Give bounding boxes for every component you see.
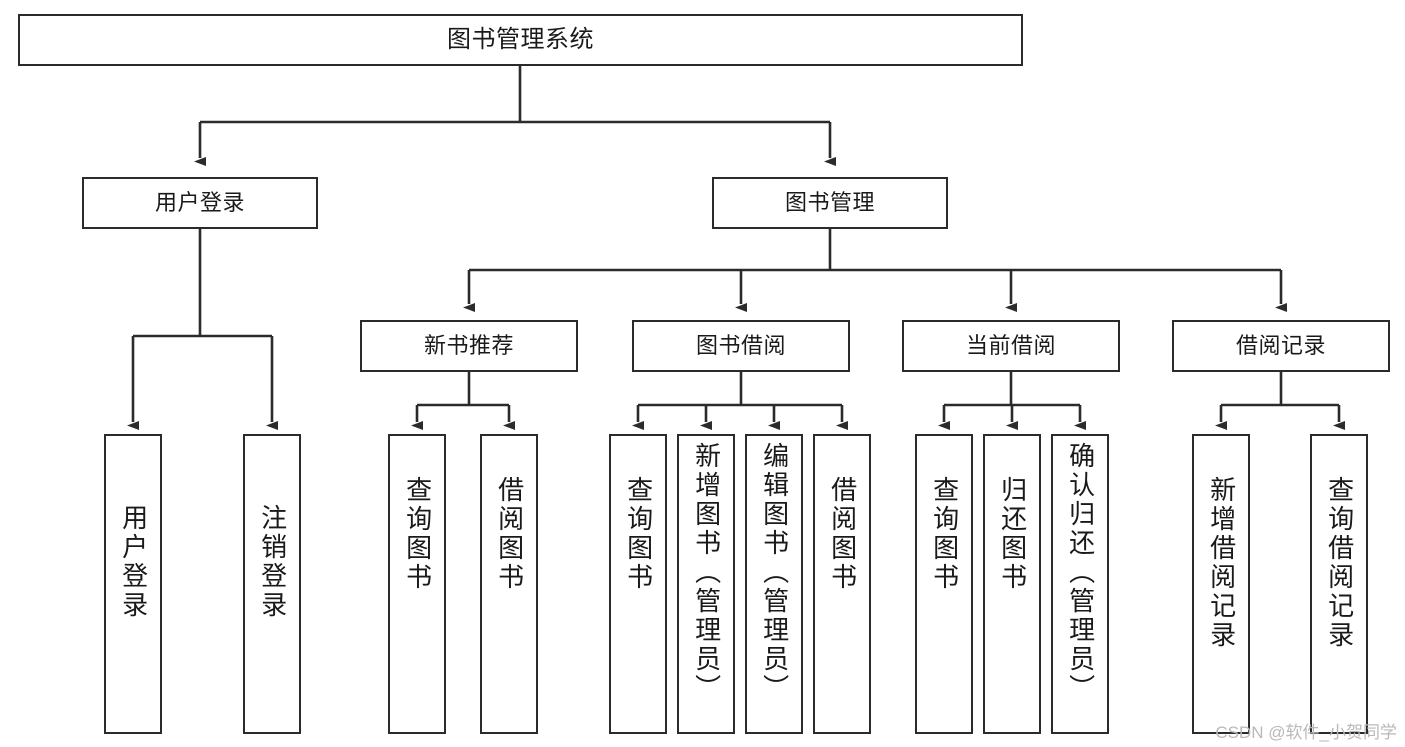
node-label: 新书推荐 — [423, 333, 514, 359]
node-leaf-user-login[interactable]: 用户登录 — [104, 434, 162, 734]
node-leaf-query-book-2[interactable]: 查询图书 — [609, 434, 667, 734]
node-book-borrow[interactable]: 图书借阅 — [632, 320, 850, 372]
node-label: 图书管理 — [784, 190, 875, 216]
node-leaf-query-book-3[interactable]: 查询图书 — [915, 434, 973, 734]
node-leaf-return-book[interactable]: 归还图书 — [983, 434, 1041, 734]
node-new-book-recommend[interactable]: 新书推荐 — [360, 320, 578, 372]
node-book-management-system[interactable]: 图书管理系统 — [18, 14, 1023, 66]
node-label: 新增借阅记录 — [1206, 476, 1237, 650]
node-label: 用户登录 — [118, 504, 149, 620]
node-label: 查询图书 — [402, 476, 433, 592]
node-leaf-edit-book[interactable]: 编辑图书（管理员） — [745, 434, 803, 734]
node-label: 图书借阅 — [695, 333, 786, 359]
node-label: 查询图书 — [929, 476, 960, 592]
node-label: 编辑图书（管理员） — [759, 442, 790, 703]
node-leaf-add-record[interactable]: 新增借阅记录 — [1192, 434, 1250, 734]
node-label: 归还图书 — [997, 476, 1028, 592]
node-borrow-record[interactable]: 借阅记录 — [1172, 320, 1390, 372]
node-label: 查询图书 — [623, 476, 654, 592]
node-current-borrow[interactable]: 当前借阅 — [902, 320, 1120, 372]
node-leaf-borrow-book-2[interactable]: 借阅图书 — [813, 434, 871, 734]
node-label: 注销登录 — [257, 504, 288, 620]
node-label: 当前借阅 — [965, 333, 1056, 359]
node-label: 用户登录 — [154, 190, 245, 216]
node-label: 查询借阅记录 — [1324, 476, 1355, 650]
node-book-management[interactable]: 图书管理 — [712, 177, 948, 229]
node-user-login[interactable]: 用户登录 — [82, 177, 318, 229]
node-label: 确认归还（管理员） — [1065, 442, 1096, 703]
node-leaf-query-book-1[interactable]: 查询图书 — [388, 434, 446, 734]
node-label: 图书管理系统 — [447, 25, 594, 53]
node-leaf-query-record[interactable]: 查询借阅记录 — [1310, 434, 1368, 734]
watermark-text: CSDN @软件_小贺同学 — [1215, 723, 1397, 742]
node-label: 借阅记录 — [1235, 333, 1326, 359]
node-leaf-borrow-book-1[interactable]: 借阅图书 — [480, 434, 538, 734]
node-leaf-add-book[interactable]: 新增图书（管理员） — [677, 434, 735, 734]
node-leaf-confirm-return[interactable]: 确认归还（管理员） — [1051, 434, 1109, 734]
node-label: 新增图书（管理员） — [691, 442, 722, 703]
node-label: 借阅图书 — [827, 476, 858, 592]
node-leaf-logout-login[interactable]: 注销登录 — [243, 434, 301, 734]
node-label: 借阅图书 — [494, 476, 525, 592]
